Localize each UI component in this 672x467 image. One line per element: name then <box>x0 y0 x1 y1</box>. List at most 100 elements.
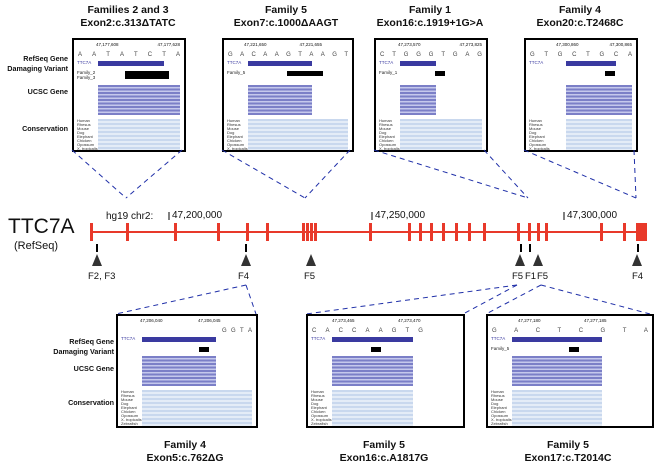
species-name: Chicken <box>529 138 544 143</box>
base: G <box>228 52 233 58</box>
base: G <box>391 328 397 334</box>
species-name: Dog <box>311 401 319 406</box>
species-name: X. tropicalis <box>491 417 512 422</box>
base: C <box>251 52 256 58</box>
species-name: X. tropicalis <box>529 146 550 151</box>
variant-bar <box>434 70 446 77</box>
marker-label: F1 <box>525 271 537 282</box>
species-name: Dog <box>121 401 129 406</box>
species-name: X. tropicalis <box>311 417 332 422</box>
base: T <box>162 52 166 58</box>
base: C <box>535 328 541 334</box>
base: T <box>134 52 138 58</box>
coord-end: 47,277,185 <box>584 318 607 323</box>
variant-bar <box>198 346 210 353</box>
coord-start: 47,300,860 <box>556 42 579 47</box>
coord-start: 47,273,465 <box>332 318 355 323</box>
species-name: Chicken <box>379 138 394 143</box>
species-name: Human <box>379 118 392 123</box>
ucsc-gene-track <box>142 356 216 386</box>
side-label-conservation: Conservation <box>22 124 68 133</box>
base: C <box>572 52 577 58</box>
conservation-track <box>248 119 348 150</box>
panel-title-1: Families 2 and 3 Exon2:c.313ΔTATC <box>72 4 184 30</box>
track-name: TTC7A <box>379 60 394 65</box>
base: G <box>222 328 227 334</box>
species-name: Rhesus <box>121 393 135 398</box>
zoom-connectors <box>71 149 651 315</box>
panel-title-6: Family 5 Exon16:c.A1817G <box>316 439 452 465</box>
panel-family: Families 2 and 3 <box>87 4 169 16</box>
species-name: Mouse <box>77 126 90 131</box>
species-name: Zebrafish <box>491 421 508 426</box>
side-label-refseq: RefSeq Gene <box>23 54 68 63</box>
base: G <box>477 52 482 58</box>
base: T <box>344 52 348 58</box>
species-name: Elephant <box>311 405 327 410</box>
panel-title-5: Family 4 Exon5:c.762ΔG <box>120 439 250 465</box>
base: A <box>92 52 97 58</box>
track-name: TTC7A <box>491 336 506 341</box>
base: T <box>622 328 627 334</box>
coordinate-tick-label: 47,250,000 <box>375 210 426 221</box>
species-name: Mouse <box>529 126 542 131</box>
base: C <box>338 328 343 334</box>
refseq-track <box>142 337 216 342</box>
base: T <box>392 52 396 58</box>
panel-family: Family 5 <box>264 4 308 16</box>
species-name: Opossum <box>529 142 547 147</box>
species-name: Mouse <box>379 126 392 131</box>
coord-start: 47,177,608 <box>96 42 119 47</box>
variant-bar <box>124 70 170 80</box>
base: A <box>320 52 325 58</box>
species-name: Dog <box>227 130 235 135</box>
species-name: Dog <box>529 130 537 135</box>
conservation-track <box>400 119 482 150</box>
species-name: X. tropicalis <box>77 146 98 151</box>
variant-label: Family_5 <box>491 346 510 351</box>
conservation-track <box>98 119 180 150</box>
panel-title-4: Family 4 Exon20:c.T2468C <box>524 4 636 30</box>
coord-end: 47,273,825 <box>459 42 482 47</box>
panel-family: Family 5 <box>546 439 590 451</box>
species-name: Opossum <box>491 413 509 418</box>
panel-family: Family 4 <box>558 4 602 16</box>
species-name: Human <box>77 118 90 123</box>
species-name: Rhesus <box>227 122 241 127</box>
species-name: Rhesus <box>77 122 91 127</box>
conservation-track <box>566 119 632 150</box>
base: T <box>557 328 562 334</box>
variant-label: Family_2 <box>77 70 96 75</box>
coord-start: 47,206,040 <box>140 318 163 323</box>
base: G <box>599 52 605 58</box>
refseq-track <box>332 337 413 342</box>
marker-label: F2, F3 <box>88 271 116 282</box>
species-name: X. tropicalis <box>121 417 142 422</box>
conservation-track <box>332 390 413 426</box>
species-name: Opossum <box>227 142 245 147</box>
base: G <box>530 52 535 58</box>
base: G <box>230 328 236 334</box>
base: G <box>416 52 421 58</box>
base: A <box>325 328 330 334</box>
marker-label: F5 <box>512 271 524 282</box>
species-name: Rhesus <box>311 393 325 398</box>
base: C <box>312 328 317 334</box>
base: G <box>557 52 563 58</box>
refseq-track <box>512 337 602 342</box>
variant-markers <box>92 244 642 266</box>
base: C <box>352 328 357 334</box>
base: G <box>403 52 409 58</box>
species-name: Human <box>121 389 134 394</box>
panel-title-3: Family 1 Exon16:c.1919+1G>A <box>374 4 486 30</box>
species-name: Mouse <box>227 126 240 131</box>
